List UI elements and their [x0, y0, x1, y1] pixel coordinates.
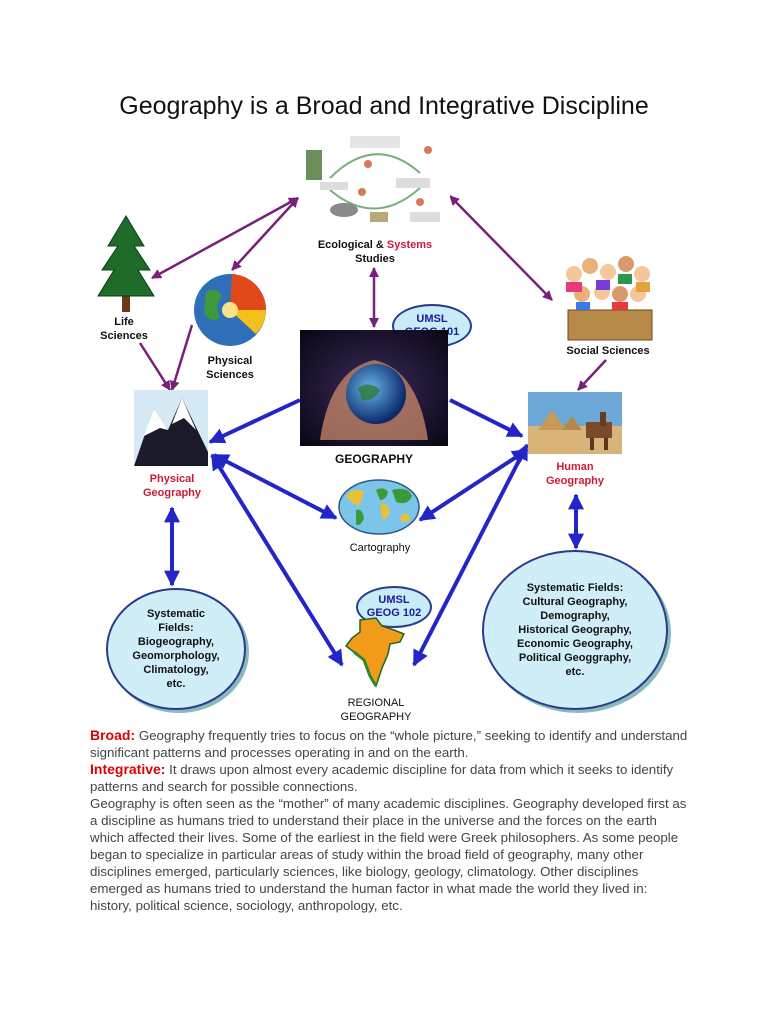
arrow-physgeo-regional	[210, 453, 344, 667]
geography-label: GEOGRAPHY	[334, 452, 413, 466]
arrow-geo-physgeo	[208, 398, 301, 444]
integrative-paragraph: Integrative: It draws upon almost every …	[90, 761, 674, 794]
mountain-icon	[134, 390, 208, 466]
earth-in-hands-image	[300, 330, 448, 446]
arrow-life-physgeo	[138, 342, 172, 391]
arrow-eco-life	[151, 196, 299, 280]
mother-discipline-paragraph: Geography is often seen as the “mother” …	[90, 796, 687, 913]
systematic-physical-oval: Systematic Fields: Biogeography, Geomorp…	[106, 588, 246, 710]
arrow-eco-physical-sci	[231, 197, 299, 271]
india-map-icon	[344, 617, 406, 688]
ecological-systems-label: Ecological & Systems Studies	[317, 239, 433, 265]
broad-paragraph: Broad: Geography frequently tries to foc…	[90, 727, 688, 760]
page-title: Geography is a Broad and Integrative Dis…	[119, 92, 649, 120]
egypt-camel-image	[528, 392, 622, 454]
social-sciences-label: Social Sciences	[566, 345, 650, 357]
crowd-people-icon	[566, 256, 653, 341]
arrow-physsci-physgeo	[169, 324, 194, 391]
ecological-cycle-image	[300, 128, 450, 234]
arrow-humangeo-regional	[412, 443, 529, 667]
arrow-social-humangeo	[577, 359, 607, 391]
systematic-human-text: Systematic Fields: Cultural Geography, D…	[517, 582, 633, 678]
arrow-eco-social	[449, 195, 553, 301]
cartography-label: Cartography	[349, 542, 411, 554]
systematic-human-oval: Systematic Fields: Cultural Geography, D…	[482, 550, 668, 710]
tree-icon	[97, 215, 155, 312]
world-map-icon	[338, 479, 420, 535]
description-text: Broad: Geography frequently tries to foc…	[90, 727, 690, 914]
systematic-physical-text: Systematic Fields: Biogeography, Geomorp…	[132, 608, 220, 690]
earth-cutaway-icon	[194, 274, 267, 346]
arrow-geo-humangeo	[449, 398, 524, 438]
